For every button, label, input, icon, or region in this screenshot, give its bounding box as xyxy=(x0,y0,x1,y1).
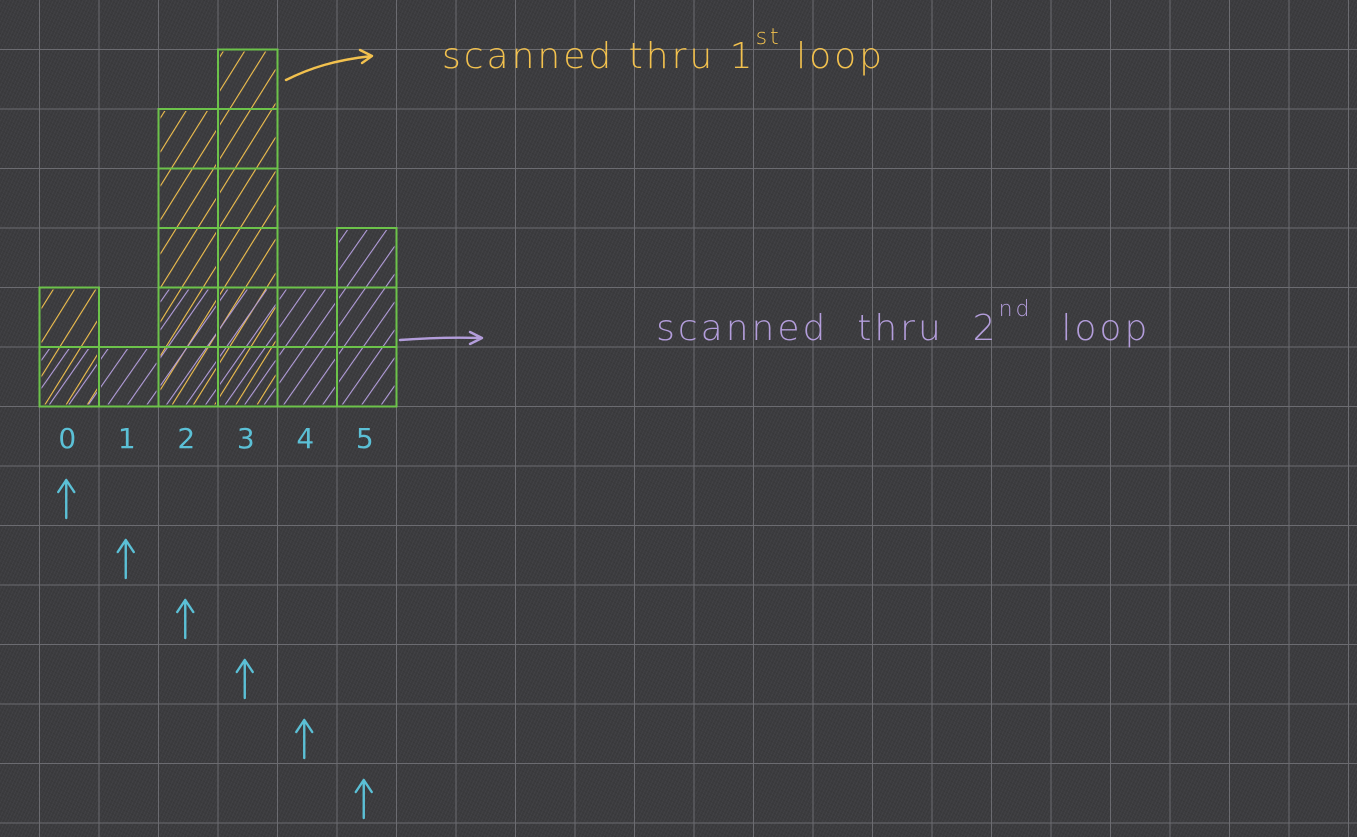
cells-layer xyxy=(38,48,398,408)
bar-cell xyxy=(38,286,100,348)
index-labels: 0 1 2 3 4 5 xyxy=(58,422,373,455)
index-label: 2 xyxy=(177,422,195,455)
index-label: 5 xyxy=(356,422,374,455)
second-loop-note: scanned thru 2nd loop xyxy=(555,297,1223,349)
pointer-arrow-icon xyxy=(235,658,254,700)
pointer-arrow-icon xyxy=(116,538,135,580)
second-loop-hatch xyxy=(41,349,97,405)
bar-cell xyxy=(336,227,398,289)
pointer-arrow-icon xyxy=(295,718,314,760)
second-loop-hatch xyxy=(101,349,157,405)
index-label: 3 xyxy=(237,422,255,455)
first-loop-arrow xyxy=(284,48,374,82)
pointer-arrow-icon xyxy=(354,778,373,820)
pointer-arrows xyxy=(57,478,373,820)
first-loop-note: scanned thru 1st loop xyxy=(442,25,885,77)
index-label: 0 xyxy=(58,422,76,455)
pointer-arrow-icon xyxy=(176,598,195,640)
index-label: 1 xyxy=(118,422,136,455)
pointer-arrow-icon xyxy=(57,478,76,520)
second-loop-hatch xyxy=(339,230,395,405)
second-loop-arrow xyxy=(398,330,484,346)
index-label: 4 xyxy=(296,422,314,455)
bar-cell xyxy=(217,48,279,110)
